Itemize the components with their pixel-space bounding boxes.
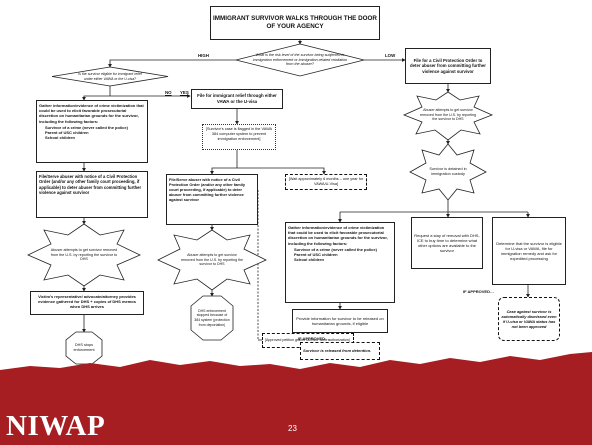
left-gather-heading: Gather information/evidence of crime vic… bbox=[39, 103, 144, 124]
flagged-text: [Survivor’s case is flagged in the VAWA … bbox=[205, 127, 273, 141]
mid-cpo-box: File/Serve abuser with notice of a Civil… bbox=[166, 174, 258, 225]
mid-cpo-text: File/Serve abuser with notice of a Civil… bbox=[169, 177, 246, 203]
eligible-question: Is the survivor eligible for immigrant r… bbox=[78, 72, 142, 81]
center-gather-box: Gather information/evidence of crime vic… bbox=[285, 222, 395, 303]
determine-eligible-text: Determine that the survivor is eligible … bbox=[496, 240, 562, 262]
eligible-diamond-shape bbox=[51, 66, 169, 87]
approved-petition-text: [Approved petition grants survivor work … bbox=[265, 338, 350, 343]
victim-rep-text: Victim’s representative/ advocate/attorn… bbox=[38, 294, 136, 310]
low-cpo-box: File for a Civil Protection Order to det… bbox=[405, 48, 491, 84]
stay-removal-text: Request a stay of removal with DHS-ICE t… bbox=[414, 232, 480, 254]
left-gather-box: Gather information/evidence of crime vic… bbox=[36, 100, 148, 163]
detained-star-shape bbox=[409, 143, 487, 201]
niwap-logo: NIWAP bbox=[6, 410, 106, 442]
dismissed-text: Case against survivor is automatically d… bbox=[501, 308, 557, 330]
dismissed-box: Case against survivor is automatically d… bbox=[498, 297, 560, 341]
center-gather-heading: Gather information/evidence of crime vic… bbox=[288, 225, 388, 246]
file-relief-text: File for immigrant relief through either… bbox=[197, 93, 277, 104]
left-star-text: Abuser attempts to get survivor removed … bbox=[50, 247, 118, 262]
right-star-shape bbox=[402, 91, 494, 141]
released-box: Survivor is released from detention. bbox=[300, 342, 380, 360]
mid-star-shape bbox=[157, 229, 267, 291]
provide-info-box: Provide information for survivor to be r… bbox=[292, 309, 388, 333]
released-text: Survivor is released from detention. bbox=[303, 348, 372, 354]
footer-wave bbox=[0, 352, 592, 378]
determine-eligible-box: Determine that the survivor is eligible … bbox=[492, 217, 566, 285]
flagged-box: [Survivor’s case is flagged in the VAWA … bbox=[202, 124, 276, 150]
low-cpo-text: File for a Civil Protection Order to det… bbox=[410, 57, 486, 74]
risk-question: What is the risk level of the survivor b… bbox=[252, 52, 348, 67]
stay-removal-box: Request a stay of removal with DHS-ICE t… bbox=[411, 217, 483, 269]
victim-rep-box: Victim’s representative/ advocate/attorn… bbox=[30, 291, 144, 315]
center-gather-item: Parent of USC children bbox=[294, 252, 392, 257]
left-gather-item: School children bbox=[45, 135, 145, 140]
left-star-shape bbox=[27, 223, 141, 287]
center-gather-item: Survivor of a crime (never called the po… bbox=[294, 247, 392, 252]
footer-band bbox=[0, 372, 592, 445]
left-cpo-text: File/Serve abuser with notice of a Civil… bbox=[39, 174, 142, 196]
dhs-stopped-shape bbox=[190, 295, 234, 341]
if-approved-label: IF APPROVED… bbox=[463, 289, 494, 294]
wait-text: [Wait approximately 6 months – one year … bbox=[288, 177, 364, 186]
wait-box: [Wait approximately 6 months – one year … bbox=[285, 174, 367, 190]
label-no: NO bbox=[165, 90, 172, 95]
dhs-stopped-text: DHS enforcement stopped because of 384 s… bbox=[194, 308, 230, 327]
center-gather-item: School children bbox=[294, 257, 392, 262]
right-star-text: Abuser attempts to get survivor removed … bbox=[419, 107, 477, 122]
title-text: IMMIGRANT SURVIVOR WALKS THROUGH THE DOO… bbox=[213, 15, 377, 30]
title-box: IMMIGRANT SURVIVOR WALKS THROUGH THE DOO… bbox=[210, 6, 380, 40]
left-gather-item: Parent of USC children bbox=[45, 130, 145, 135]
label-high: HIGH bbox=[198, 53, 209, 58]
risk-diamond-shape bbox=[235, 43, 365, 77]
detained-text: Survivor is detained in immigration cust… bbox=[429, 167, 467, 176]
label-yes: YES bbox=[180, 90, 189, 95]
file-relief-box: File for immigrant relief through either… bbox=[191, 89, 283, 109]
label-low: LOW bbox=[385, 53, 396, 58]
left-gather-item: Survivor of a crime (never called the po… bbox=[45, 125, 145, 130]
left-cpo-box: File/Serve abuser with notice of a Civil… bbox=[36, 171, 148, 218]
if-approved-label: IF APPROVED… bbox=[298, 336, 329, 341]
page-number: 23 bbox=[288, 424, 297, 433]
provide-info-text: Provide information for survivor to be r… bbox=[296, 315, 384, 326]
dhs-stops-text: DHS stops enforcement bbox=[73, 343, 95, 352]
mid-star-text: Abuser attempts to get survivor removed … bbox=[180, 252, 244, 267]
